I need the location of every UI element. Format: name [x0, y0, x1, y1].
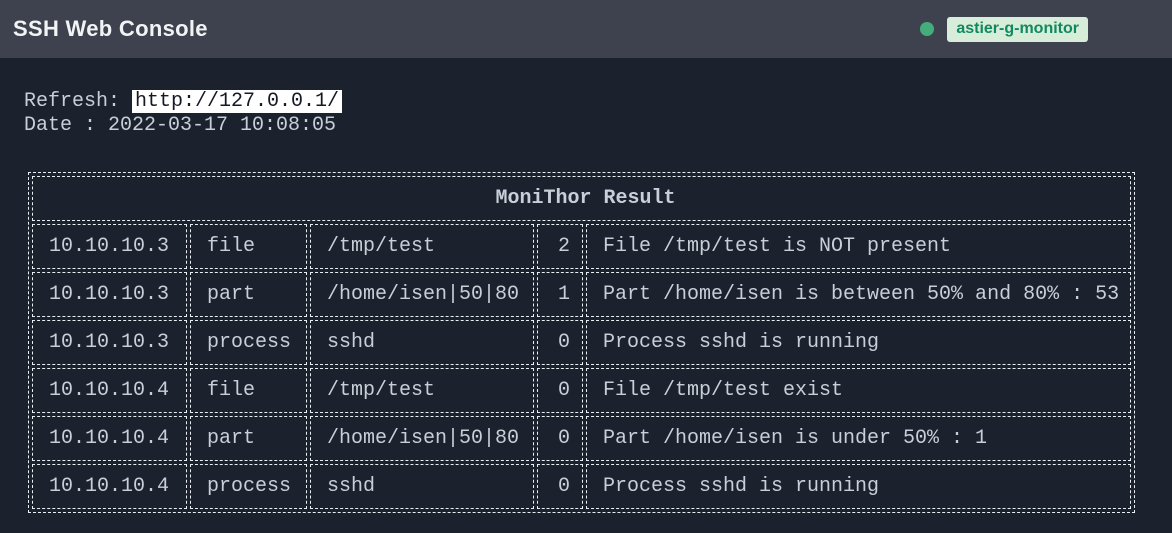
cell-message: Part /home/isen is between 50% and 80% :…: [586, 272, 1132, 317]
cell-check: process: [190, 464, 307, 509]
table-row: 10.10.10.3 process sshd 0 Process sshd i…: [32, 320, 1132, 365]
cell-target: /tmp/test: [310, 368, 534, 413]
status-badge[interactable]: astier-g-monitor: [947, 16, 1088, 42]
cell-check: file: [190, 224, 307, 269]
page-title: SSH Web Console: [13, 16, 208, 41]
cell-code: 0: [537, 416, 583, 461]
cell-target: sshd: [310, 464, 534, 509]
header-bar: SSH Web Console astier-g-monitor: [0, 0, 1172, 58]
cell-code: 0: [537, 320, 583, 365]
table-title: MoniThor Result: [32, 176, 1132, 221]
refresh-label: Refresh:: [24, 90, 121, 113]
cell-target: /home/isen|50|80: [310, 272, 534, 317]
table-row: 10.10.10.4 part /home/isen|50|80 0 Part …: [32, 416, 1132, 461]
cell-check: file: [190, 368, 307, 413]
cell-message: Process sshd is running: [586, 320, 1132, 365]
cell-message: Process sshd is running: [586, 464, 1132, 509]
cell-code: 1: [537, 272, 583, 317]
table-row: 10.10.10.4 process sshd 0 Process sshd i…: [32, 464, 1132, 509]
status-dot-icon: [920, 22, 935, 36]
date-line: Date : 2022-03-17 10:08:05: [24, 114, 337, 137]
result-table-body: MoniThor Result 10.10.10.3 file /tmp/tes…: [32, 176, 1132, 509]
cell-code: 0: [537, 368, 583, 413]
table-row: 10.10.10.3 file /tmp/test 2 File /tmp/te…: [32, 224, 1132, 269]
cell-message: File /tmp/test exist: [586, 368, 1132, 413]
table-row: 10.10.10.4 file /tmp/test 0 File /tmp/te…: [32, 368, 1132, 413]
cell-check: part: [190, 416, 307, 461]
cell-message: Part /home/isen is under 50% : 1: [586, 416, 1132, 461]
cell-code: 0: [537, 464, 583, 509]
cell-code: 2: [537, 224, 583, 269]
cell-host: 10.10.10.3: [32, 224, 187, 269]
cell-host: 10.10.10.4: [32, 464, 187, 509]
cell-message: File /tmp/test is NOT present: [586, 224, 1132, 269]
cell-check: part: [190, 272, 307, 317]
cell-check: process: [190, 320, 307, 365]
refresh-url-link[interactable]: http://127.0.0.1/: [132, 90, 343, 113]
cell-target: /tmp/test: [310, 224, 534, 269]
status-group: astier-g-monitor: [920, 16, 1088, 42]
info-block: Refresh: http://127.0.0.1/ Date : 2022-03…: [0, 58, 1172, 138]
cell-target: /home/isen|50|80: [310, 416, 534, 461]
cell-host: 10.10.10.3: [32, 272, 187, 317]
cell-host: 10.10.10.4: [32, 368, 187, 413]
cell-target: sshd: [310, 320, 534, 365]
monithor-result-table: MoniThor Result 10.10.10.3 file /tmp/tes…: [28, 172, 1136, 513]
refresh-line: Refresh: http://127.0.0.1/: [24, 90, 1172, 114]
table-row: 10.10.10.3 part /home/isen|50|80 1 Part …: [32, 272, 1132, 317]
cell-host: 10.10.10.3: [32, 320, 187, 365]
cell-host: 10.10.10.4: [32, 416, 187, 461]
table-title-row: MoniThor Result: [32, 176, 1132, 221]
